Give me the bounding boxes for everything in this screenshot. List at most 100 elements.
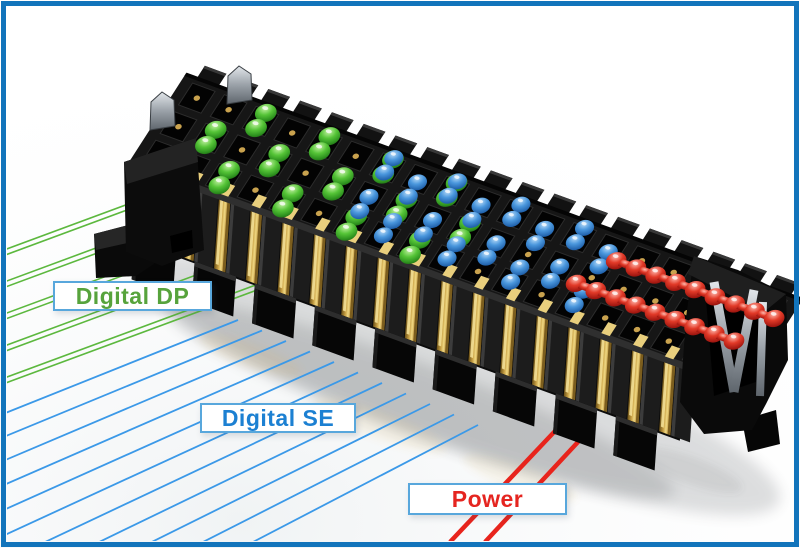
connector-left-end-block [94,138,204,278]
foot-left-edge [372,332,379,369]
gold-pin-highlight [342,246,351,312]
pin-contact [225,107,232,113]
front-rib-highlight [671,361,680,437]
gold-pin-shade [572,325,581,401]
contact-balls [195,103,785,350]
shadow-near [165,301,675,499]
gold-pin-highlight [406,269,414,335]
se-ball [564,297,584,314]
label-digital-dp: Digital DP [53,281,212,311]
back-tooth [260,89,291,110]
gold-pin-highlight [215,199,224,266]
power-ball-highlight [652,268,658,273]
dp-ball-highlight [262,106,269,111]
se-ball [574,219,595,236]
pin-contact [288,130,296,136]
back-tooth-edge [298,100,322,112]
pin-tip [442,264,458,279]
top-front-edge [126,159,748,392]
gold-pin-shade [381,255,390,331]
power-ball-highlight [770,311,777,316]
se-ball-highlight [356,205,362,209]
foot-top-edge [615,415,658,436]
back-tooth-edge [457,158,481,170]
gold-pin-shade [222,197,231,273]
back-tooth-edge [489,170,513,181]
se-ball-highlight [605,246,611,250]
foot-top-edge [495,371,538,392]
back-tooth [578,205,608,226]
back-tooth-edge [711,251,736,263]
front-rib-highlight [607,338,617,414]
pin-tip [633,333,649,348]
gold-pin-highlight [533,316,542,382]
pin-contact [252,187,259,193]
foot-top-edge [254,283,297,304]
se-ball [438,187,458,204]
pin-contact [588,275,596,281]
power-ball-highlight [671,313,678,317]
front-rib-highlight [448,280,458,356]
dp-ball [245,119,267,138]
power-ball-highlight [592,284,599,288]
dp-line [7,200,151,256]
se-ball-highlight [420,228,426,232]
front-rib-highlight [226,198,235,275]
se-ball-highlight [477,199,484,204]
gold-pin-highlight [438,281,446,347]
back-tooth-edge [648,228,672,239]
dp-ball-highlight [342,224,349,229]
gold-pin-shade [667,360,676,436]
back-tooth-edge [393,135,418,146]
se-ball-highlight [595,260,602,264]
se-ball-highlight [517,198,524,203]
se-ball-highlight [556,260,562,264]
gold-pin-highlight [597,339,605,405]
pin-contact [601,315,609,321]
power-ball [763,309,785,328]
se-ball [398,188,418,205]
se-ball [447,173,467,190]
se-ball-highlight [445,189,451,194]
foot-top-edge [374,327,417,348]
se-ball-highlight [414,176,420,180]
back-tooth-edge [584,205,608,216]
front-rib-highlight [289,222,299,298]
dp-ball-highlight [275,146,282,151]
se-ball-highlight [443,252,450,257]
pin-contact [524,251,532,258]
back-tooth-edge [330,112,354,123]
dp-ball [258,159,281,178]
se-ball-highlight [405,190,411,195]
board-lock-clip-mid [226,65,253,105]
board-lock-clips [149,65,253,131]
se-ball-highlight [365,190,372,195]
label-power: Power [408,483,567,515]
se-ball [413,226,433,243]
foot-top-edge [435,349,477,370]
front-rib-highlight [543,315,553,391]
back-tooth [355,123,386,145]
se-ball-highlight [532,237,538,241]
dp-ball-pairs [195,103,481,265]
right-block-top [688,256,786,312]
se-line [7,350,311,485]
se-ball [422,212,443,229]
dp-ball-highlight [325,129,332,134]
gold-pin-shade [508,302,517,378]
dark-reflection [638,447,742,493]
power-ball-chains [565,252,785,350]
foot-left-edge [252,288,259,325]
pin-tip [601,322,617,337]
back-tooth [323,112,354,133]
se-ball-highlight [380,229,386,233]
power-ball-highlight [612,254,619,258]
gold-pin-highlight [660,362,669,428]
se-ball-highlight [468,213,475,218]
se-ball [510,259,530,276]
dp-ball-highlight [252,121,259,126]
pin-contact [633,326,641,333]
label-digital-se: Digital SE [200,403,356,433]
pin-contact [193,95,201,101]
